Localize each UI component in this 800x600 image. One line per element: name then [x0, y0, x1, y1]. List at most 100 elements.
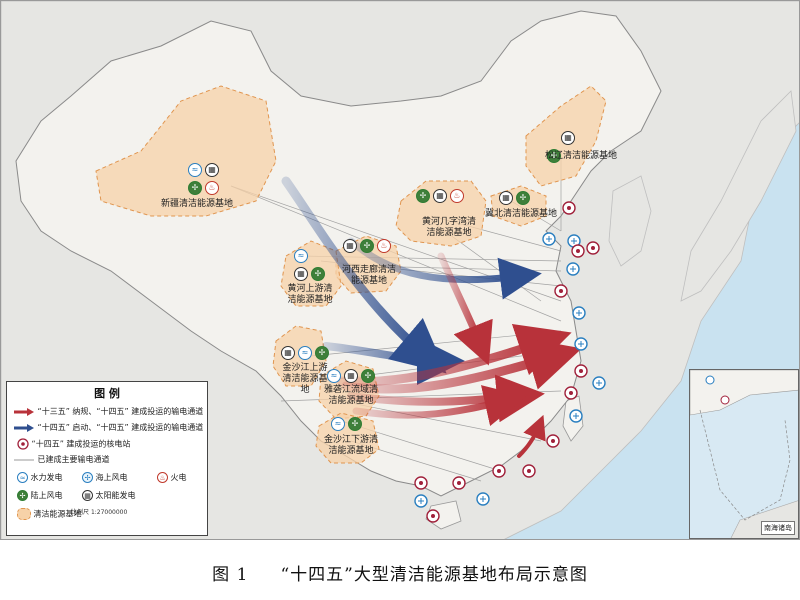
- solar-icon: ▦: [499, 191, 513, 205]
- inset-boundary: [699, 409, 791, 521]
- legend-label: 陆上风电: [30, 491, 63, 500]
- blue-arrow-icon: [14, 423, 34, 432]
- nuclear-station: [571, 244, 585, 258]
- base-area-xinjiang: [95, 85, 277, 217]
- base-icons-songliao-2: ✢: [547, 149, 561, 163]
- legend-label: 清洁能源基地: [33, 509, 82, 519]
- thermal-icon: ♨: [377, 239, 391, 253]
- base-label-hexi: 河西走廊清洁能源基地: [341, 265, 396, 286]
- legend-row-solar: ▦ 太阳能发电: [82, 490, 136, 501]
- base-label-songliao: 松辽清洁能源基地: [545, 151, 618, 161]
- base-label-jibei: 冀北清洁能源基地: [485, 209, 558, 219]
- base-label-jiziwan: 黄河几字湾清洁能源基地: [421, 217, 476, 238]
- offshore-wind-station: [572, 306, 586, 320]
- figure-title: “十四五”大型清洁能源基地布局示意图: [280, 565, 588, 585]
- onshore-wind-icon: ✢: [315, 346, 329, 360]
- solar-icon: ▦: [294, 267, 308, 281]
- solar-icon: ▦: [343, 239, 357, 253]
- offshore-wind-station: [574, 337, 588, 351]
- nuclear-station: [414, 476, 428, 490]
- nuclear-station: [522, 464, 536, 478]
- legend-row-onshore: ✢ 陆上风电: [17, 490, 63, 501]
- base-label-jinsha-upper: 金沙江上游清洁能源基地: [282, 363, 328, 395]
- scale-bar: 比例尺 1:27000000: [71, 507, 127, 516]
- gray-line-icon: [14, 459, 34, 460]
- onshore-wind-icon: ✢: [361, 369, 375, 383]
- nuclear-station: [492, 464, 506, 478]
- red-arrow-icon: [14, 407, 34, 416]
- base-icons-xinjiang: ≈ ▦: [188, 163, 219, 177]
- onshore-wind-icon: ✢: [348, 417, 362, 431]
- legend-title: 图 例: [94, 387, 120, 400]
- offshore-wind-station: [566, 262, 580, 276]
- red-arrow-jinsha-lower: [352, 385, 527, 427]
- figure-number: 图 1: [212, 565, 249, 585]
- solar-icon: ▦: [561, 131, 575, 145]
- coastal-stations: [414, 201, 606, 523]
- solar-icon: ▦: [344, 369, 358, 383]
- nuclear-station: [574, 364, 588, 378]
- legend-row-thermal: ♨ 火电: [157, 472, 187, 483]
- base-icons-huanghe-2: ▦ ✢: [294, 267, 325, 281]
- hydro-icon: ≈: [294, 249, 308, 263]
- hydro-icon: ≈: [188, 163, 202, 177]
- figure-caption: 图 1 “十四五”大型清洁能源基地布局示意图: [0, 560, 800, 585]
- solar-icon: ▦: [205, 163, 219, 177]
- scale-ratio: 1:27000000: [90, 509, 128, 516]
- legend-row-gray-line: 已建成主要输电通道: [13, 454, 110, 465]
- nuclear-station: [564, 386, 578, 400]
- base-icons-songliao: ▦: [561, 131, 575, 145]
- base-icons-jinsha-upper: ▦ ≈ ✢: [281, 346, 329, 360]
- thermal-icon: ♨: [450, 189, 464, 203]
- base-label-huanghe: 黄河上游清洁能源基地: [287, 284, 333, 305]
- base-icons-hexi: ▦ ✢ ♨: [343, 239, 391, 253]
- thermal-icon: ♨: [205, 181, 219, 195]
- legend-row-blue-arrow: “十四五” 启动、“十四五” 建成投运的输电通道: [13, 422, 203, 433]
- legend-label: “十四五” 启动、“十四五” 建成投运的输电通道: [37, 423, 204, 432]
- offshore-wind-station: [414, 494, 428, 508]
- nuclear-station: [554, 284, 568, 298]
- onshore-wind-icon: ✢: [547, 149, 561, 163]
- base-icons-jibei: ▦ ✢: [499, 191, 530, 205]
- solar-icon: ▦: [281, 346, 295, 360]
- blue-arrow-jinsha: [322, 336, 465, 385]
- hydro-icon: ≈: [17, 472, 28, 483]
- legend-label: “十三五” 纳规、“十四五” 建成投运的输电通道: [37, 407, 204, 416]
- onshore-wind-icon: ✢: [360, 239, 374, 253]
- onshore-wind-icon: ✢: [311, 267, 325, 281]
- offshore-wind-icon: ✢: [82, 472, 93, 483]
- legend-label: “十四五” 建成投运的核电站: [31, 439, 131, 449]
- base-label-xinjiang: 新疆清洁能源基地: [161, 199, 234, 209]
- offshore-wind-station: [592, 376, 606, 390]
- onshore-wind-icon: ✢: [416, 189, 430, 203]
- legend-row-base: 清洁能源基地: [17, 508, 82, 520]
- thermal-icon: ♨: [157, 472, 168, 483]
- nuclear-station: [586, 241, 600, 255]
- inset-canvas: [690, 370, 798, 538]
- red-arrow-fujian: [517, 414, 546, 458]
- base-icons-jinsha-lower: ≈ ✢: [331, 417, 362, 431]
- inset-coast: [690, 370, 798, 416]
- nuclear-icon: [17, 438, 29, 450]
- hydro-icon: ≈: [327, 369, 341, 383]
- legend-row-nuclear: “十四五” 建成投运的核电站: [17, 438, 130, 450]
- red-arrow-jiziwan: [437, 252, 493, 366]
- legend-label: 水力发电: [30, 473, 63, 482]
- legend-row-offshore: ✢ 海上风电: [82, 472, 128, 483]
- nuclear-station: [426, 509, 440, 523]
- offshore-wind-station: [569, 409, 583, 423]
- legend-label: 火电: [170, 473, 187, 482]
- legend-label: 海上风电: [95, 473, 128, 482]
- blue-arrow-xinjiang: [281, 176, 447, 374]
- base-label-yalong: 雅砻江流域清洁能源基地: [323, 385, 378, 406]
- legend-row-hydro: ≈ 水力发电: [17, 472, 63, 483]
- japan-islands: [680, 90, 797, 302]
- base-label-jinsha-lower: 金沙江下游清洁能源基地: [323, 435, 378, 456]
- nuclear-station: [452, 476, 466, 490]
- map-legend: 图 例 “十三五” 纳规、“十四五” 建成投运的输电通道 “十四五” 启动、“十…: [6, 381, 208, 536]
- inset-nuclear-station: [720, 395, 730, 405]
- solar-icon: ▦: [82, 490, 93, 501]
- base-icons-jiziwan: ✢ ▦ ♨: [416, 189, 464, 203]
- inset-offshore-station: [705, 375, 715, 385]
- hydro-icon: ≈: [331, 417, 345, 431]
